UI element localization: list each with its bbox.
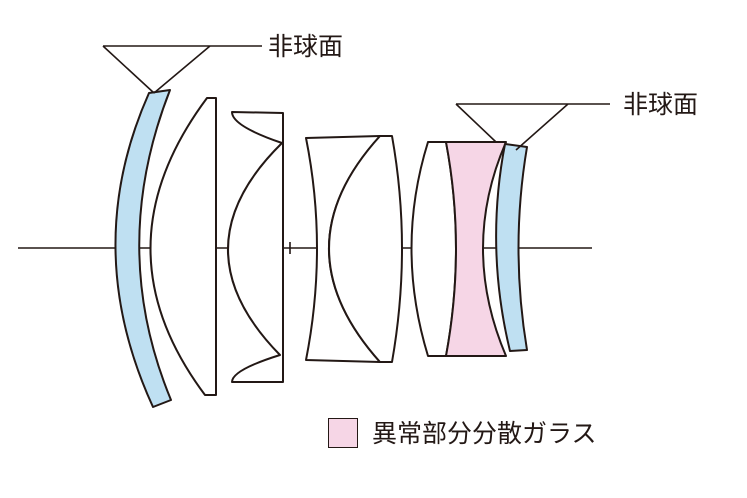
aspherical-callout-right — [455, 103, 610, 151]
aspherical-callout-left — [102, 45, 262, 94]
lens-element-8-aspherical — [495, 143, 528, 352]
lens-element-1-aspherical — [114, 89, 172, 408]
lens-element-5 — [328, 135, 403, 363]
aspherical-label-left: 非球面 — [268, 32, 344, 61]
lens-element-3 — [227, 111, 284, 383]
lens-element-6 — [410, 141, 457, 357]
anomalous-dispersion-swatch — [328, 418, 358, 448]
legend-label: 異常部分分散ガラス — [372, 419, 597, 448]
lens-element-2 — [149, 97, 217, 396]
lens-element-7-anomalous-dispersion — [445, 141, 507, 357]
aspherical-label-right: 非球面 — [623, 90, 699, 119]
